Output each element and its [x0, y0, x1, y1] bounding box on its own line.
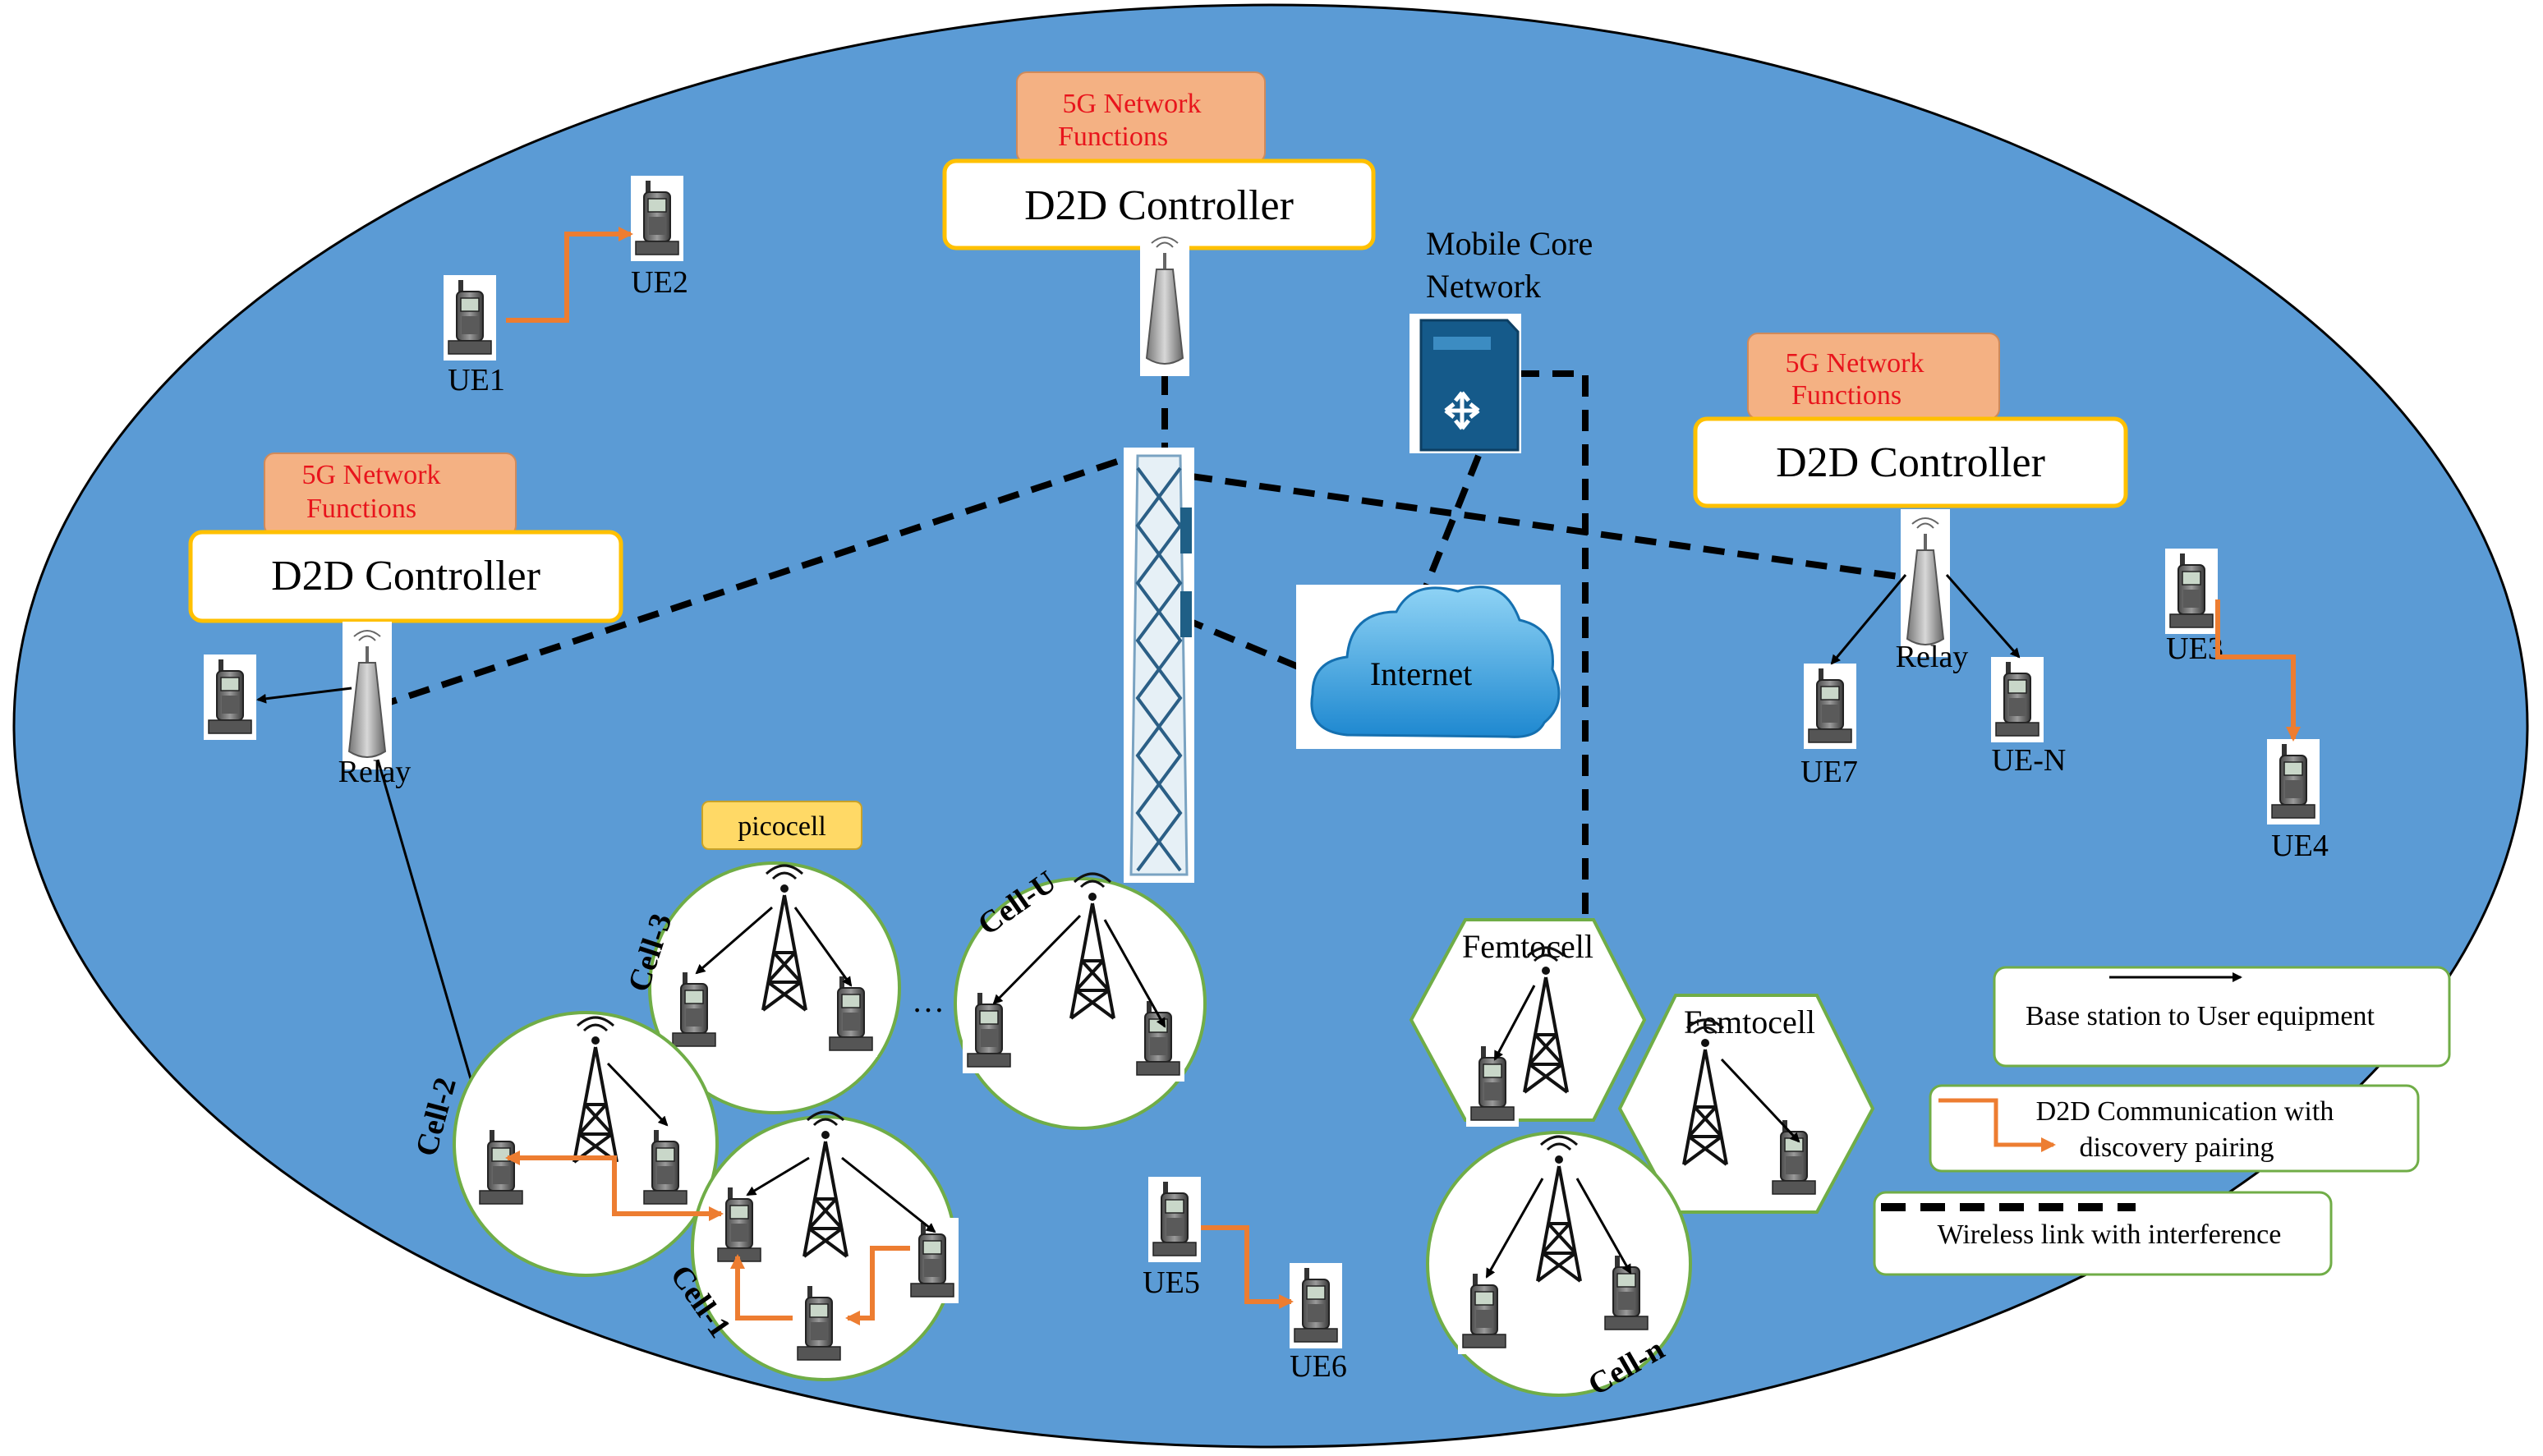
relay-left-label: Relay [338, 755, 412, 789]
cell-1 [691, 1110, 959, 1381]
base-station-top [1138, 227, 1191, 378]
server-icon [1409, 314, 1521, 453]
ue4-label: UE4 [2271, 829, 2329, 863]
bs-ue-link [1830, 574, 1907, 665]
picocell-label: picocell [738, 811, 826, 842]
ue6-phone-icon [1289, 1262, 1343, 1349]
ue6-label: UE6 [1290, 1349, 1347, 1384]
legend-d2d-label: discovery pairing [2080, 1132, 2274, 1163]
d2d-link-ue5-ue6 [1201, 1225, 1294, 1309]
functions-label: Functions [306, 494, 416, 524]
femtocell-2: Femtocell [1617, 994, 1875, 1214]
ue5-phone-icon [1147, 1176, 1202, 1263]
legend-d2d-label: D2D Communication with [2036, 1096, 2334, 1127]
legend-box-wireless [1873, 1191, 2333, 1276]
d2d-controller-left: 5G Network Functions D2D Controller [188, 452, 623, 623]
cell-2 [453, 1011, 719, 1277]
controller-title: D2D Controller [271, 553, 540, 599]
relay-right [1899, 508, 1952, 659]
controller-title: D2D Controller [1776, 439, 2045, 486]
wireless-links [389, 370, 1905, 926]
ue5-label: UE5 [1143, 1265, 1200, 1300]
d2d-link-ue3-ue4 [2215, 599, 2301, 742]
legend: Base station to User equipment D2D Commu… [1873, 966, 2451, 1276]
d2d-controller-top: 5G Network Functions D2D Controller [942, 71, 1376, 250]
functions-label: Functions [1058, 122, 1168, 152]
ue3-phone-icon [2164, 548, 2219, 635]
ue2-label: UE2 [631, 265, 688, 300]
ue7-label: UE7 [1800, 755, 1858, 789]
internet-cloud-icon: Internet [1296, 585, 1561, 749]
ue1-phone-icon [443, 274, 497, 361]
relay-right-label: Relay [1896, 640, 1969, 674]
d2d-link-cell2-cell1 [505, 1151, 724, 1221]
uen-label: UE-N [1992, 743, 2067, 778]
uen-phone-icon [1990, 656, 2044, 743]
functions-label: Functions [1791, 380, 1902, 411]
ellipsis-label: … [912, 982, 945, 1019]
legend-wireless-label: Wireless link with interference [1938, 1219, 2282, 1250]
cell-n [1426, 1131, 1692, 1397]
femtocell-label: Femtocell [1462, 928, 1593, 965]
ue7-phone-icon [1803, 663, 1857, 750]
femtocell-label: Femtocell [1684, 1004, 1815, 1040]
d2d-controller-right: 5G Network Functions D2D Controller [1693, 333, 2128, 508]
bs-ue-link [1945, 574, 2021, 659]
relay-left [341, 620, 393, 771]
cell-u [954, 872, 1207, 1130]
ue4-phone-icon [2266, 738, 2320, 825]
ue3-label: UE3 [2166, 632, 2223, 666]
cell-3 [648, 861, 901, 1114]
picocell-badge: picocell [701, 801, 862, 850]
functions-label: 5G Network [1785, 348, 1924, 379]
core-label: Mobile Core [1426, 225, 1593, 262]
functions-label: 5G Network [301, 460, 440, 490]
core-label: Network [1426, 268, 1541, 305]
legend-bs-label: Base station to User equipment [2026, 1001, 2375, 1031]
ue1-label: UE1 [448, 363, 505, 397]
ue2-phone-icon [630, 175, 684, 262]
controller-title: D2D Controller [1024, 182, 1294, 229]
internet-label: Internet [1370, 655, 1472, 692]
macro-tower [1124, 448, 1194, 883]
functions-label: 5G Network [1062, 89, 1201, 119]
relay-to-cell2-link [376, 759, 487, 1128]
bs-ue-link [256, 687, 352, 704]
legend-box-bs [1993, 966, 2451, 1068]
d2d-link-ue1-ue2 [506, 227, 633, 323]
femtocell-1: Femtocell [1409, 918, 1647, 1128]
ue-left-phone-icon [203, 654, 257, 741]
